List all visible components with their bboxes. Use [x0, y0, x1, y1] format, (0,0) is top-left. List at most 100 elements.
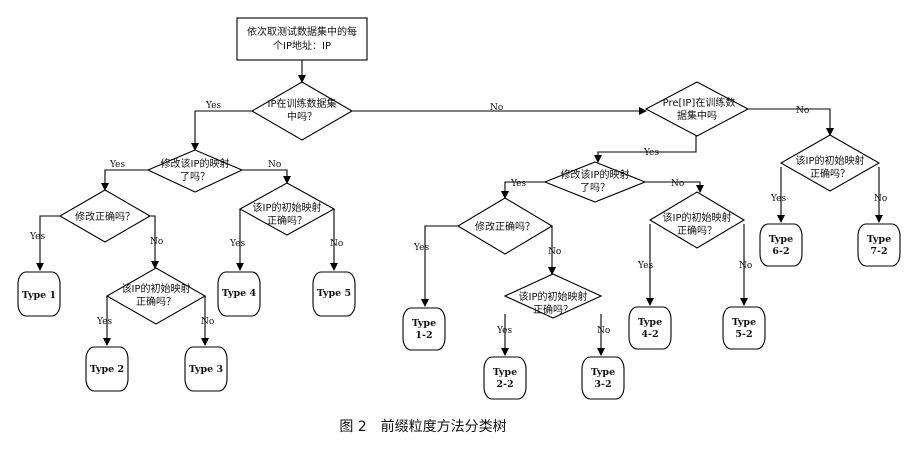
terminal-type-2 — [85, 346, 129, 392]
decision-init-right-1 — [503, 273, 603, 319]
node-labels: 依次取测试数据集中的每 个IP地址：IP IP在训练数据集 中吗？ Pre[IP… — [75, 25, 864, 316]
edge-modok-l-yes — [36, 215, 60, 271]
edge-label-init-l2-yes: Yes — [229, 239, 245, 249]
terminal-type-5-2-label-2: 5-2 — [735, 329, 752, 340]
decision-init-right-3 — [779, 134, 881, 192]
decision-modok-left — [58, 189, 152, 243]
edge-label-modok-l-no: No — [150, 237, 163, 247]
terminal-type-3-label: Type 3 — [189, 364, 223, 375]
decision-init-right-3-line-2: 正确吗？ — [810, 167, 850, 180]
decision-init-right-2-line-1: 该IP的初始映射 — [663, 211, 732, 224]
edge-label-init-r1-no: No — [597, 326, 610, 336]
edge-train-yes — [191, 110, 252, 151]
decision-init-left-1-line-2: 正确吗？ — [136, 295, 176, 308]
terminal-type-3-2-label-2: 3-2 — [594, 379, 611, 390]
edge-modmap-r-no — [645, 181, 704, 193]
start-label-line-1: 依次取测试数据集中的每 — [247, 25, 357, 38]
terminal-type-3 — [184, 346, 228, 392]
terminal-type-2-2-label-1: Type — [493, 367, 517, 378]
terminal-type-1-2 — [402, 307, 446, 351]
edge-label-init-r2-yes: Yes — [637, 261, 653, 271]
decision-modmap-right — [543, 161, 647, 203]
edge-pre-no — [748, 108, 834, 136]
decision-modok-left-line-1: 修改正确吗？ — [75, 210, 135, 223]
decision-modok-right-line-1: 修改正确吗？ — [475, 220, 535, 233]
edge-label-init-l1-yes: Yes — [96, 317, 112, 327]
decision-ip-in-train-line-2: 中吗？ — [287, 110, 317, 123]
start-box — [236, 17, 368, 61]
decision-init-left-1 — [105, 267, 207, 325]
decision-pre-in-train-line-1: Pre[IP]在训练数 — [663, 96, 736, 109]
terminal-type-1-2-label-2: 1-2 — [415, 330, 432, 341]
decision-modmap-right-line-2: 了吗？ — [580, 182, 610, 194]
edge-modok-r-yes — [421, 225, 458, 307]
edge-label-pre-no: No — [796, 106, 809, 116]
decision-init-left-2-line-1: 该IP的初始映射 — [253, 201, 322, 214]
edge-label-modmap-r-no: No — [671, 179, 684, 189]
edge-label-init-r2-no: No — [739, 261, 752, 271]
terminal-type-2-2 — [483, 356, 527, 400]
edge-modmap-r-yes — [501, 181, 545, 199]
decision-modmap-left — [146, 149, 244, 193]
terminal-type-4-2-label-2: 4-2 — [641, 329, 658, 340]
terminal-type-4-2-label-1: Type — [638, 317, 662, 328]
edge-modmap-l-no — [242, 169, 291, 184]
edge-modmap-l-yes — [101, 169, 148, 191]
figure-caption: 图 2 前缀粒度方法分类树 — [339, 418, 506, 435]
terminal-type-7-2-label-2: 7-2 — [870, 246, 887, 257]
decision-ip-in-train — [250, 81, 354, 141]
terminal-type-5-2 — [722, 306, 766, 350]
terminal-type-3-2 — [581, 356, 625, 400]
shapes — [17, 17, 901, 400]
edge-label-init-l1-no: No — [201, 317, 214, 327]
edge-label-modmap-r-yes: Yes — [510, 179, 526, 189]
decision-init-right-3-line-1: 该IP的初始映射 — [796, 154, 865, 167]
decision-modmap-left-line-1: 修改该IP的映射 — [161, 157, 230, 170]
decision-init-right-1-line-2: 正确吗？ — [533, 303, 573, 316]
terminal-type-7-2 — [857, 223, 901, 267]
terminal-type-4 — [217, 271, 261, 317]
decision-pre-in-train — [644, 81, 750, 137]
edge-pre-yes — [594, 130, 697, 163]
decision-init-left-1-line-1: 该IP的初始映射 — [122, 282, 191, 295]
decision-modmap-left-line-2: 了吗？ — [180, 171, 210, 183]
decision-pre-in-train-line-2: 据集中吗 — [677, 109, 717, 122]
edge-label-modok-l-yes: Yes — [29, 232, 45, 242]
terminal-type-5-label: Type 5 — [317, 288, 351, 299]
terminal-type-4-2 — [628, 306, 672, 350]
edge-label-init-r3-yes: Yes — [770, 194, 786, 204]
edge-modok-l-no — [150, 215, 159, 269]
decision-modok-right — [456, 197, 554, 255]
terminal-type-5-2-label-1: Type — [732, 317, 756, 328]
decision-init-right-1-line-1: 该IP的初始映射 — [519, 290, 588, 303]
edge-label-train-yes: Yes — [205, 101, 221, 111]
terminal-type-4-label: Type 4 — [222, 288, 257, 299]
decision-ip-in-train-line-1: IP在训练数据集 — [268, 97, 337, 110]
terminal-type-6-2-label-2: 6-2 — [772, 246, 789, 257]
edge-label-modmap-l-yes: Yes — [109, 160, 125, 170]
terminal-type-6-2-label-1: Type — [769, 234, 793, 245]
terminal-type-7-2-label-1: Type — [867, 234, 891, 245]
edge-label-modmap-l-no: No — [268, 160, 281, 170]
start-label-line-2: 个IP地址：IP — [273, 39, 331, 52]
edge-label-init-l2-no: No — [330, 239, 343, 249]
decision-init-left-2-line-2: 正确吗？ — [267, 214, 307, 227]
edge-label-pre-yes: Yes — [643, 148, 659, 158]
edges: Yes No Yes No Yes No Yes No Yes No Yes N — [29, 60, 887, 356]
terminal-type-5 — [312, 271, 356, 317]
terminal-type-3-2-label-1: Type — [591, 367, 615, 378]
terminal-type-2-label: Type 2 — [90, 364, 124, 375]
edge-label-init-r3-no: No — [874, 194, 887, 204]
terminal-type-2-2-label-2: 2-2 — [496, 379, 513, 390]
terminal-type-1 — [17, 271, 61, 317]
terminal-type-1-label: Type 1 — [22, 290, 56, 301]
edge-label-modok-r-yes: Yes — [413, 243, 429, 253]
terminal-type-6-2 — [759, 223, 803, 267]
terminal-type-1-2-label-1: Type — [412, 318, 436, 329]
edge-label-init-r1-yes: Yes — [496, 326, 512, 336]
decision-init-left-2 — [238, 182, 336, 236]
edge-label-modok-r-no: No — [548, 247, 561, 257]
terminal-labels: Type 1 Type 2 Type 3 Type 4 Type 5 Type … — [22, 234, 891, 390]
edge-label-train-no: No — [490, 103, 503, 113]
